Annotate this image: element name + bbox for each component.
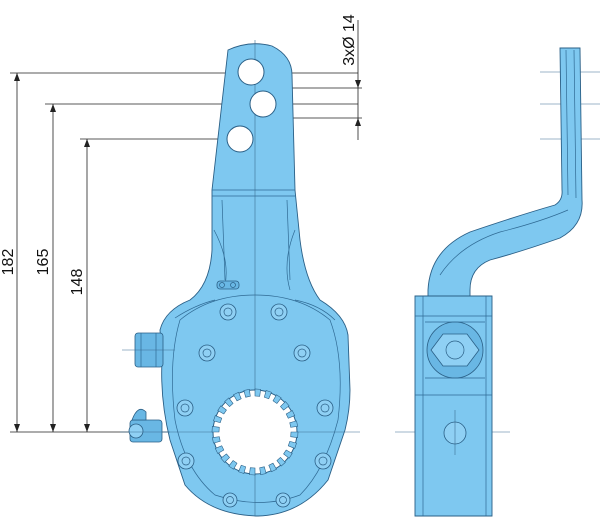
spline-tooth	[268, 462, 277, 473]
spline-tooth	[233, 391, 242, 402]
spline-tooth	[287, 440, 297, 449]
spline-tooth	[285, 410, 296, 419]
spline-tooth	[228, 460, 238, 470]
dim-182-label: 182	[0, 249, 17, 276]
side-view	[395, 47, 600, 517]
spline-tooth	[259, 466, 267, 475]
front-view	[120, 40, 360, 517]
spline-tooth	[272, 394, 282, 404]
side-hex-nut	[425, 321, 485, 379]
spline-tooth	[263, 390, 272, 400]
hole-diameter-label: 3xØ 14	[341, 14, 358, 66]
body-bolts	[176, 303, 334, 508]
spline-tooth	[238, 464, 247, 474]
arm-hole-1	[237, 58, 265, 86]
spline-tooth	[254, 388, 261, 397]
spline-tooth	[290, 431, 299, 438]
adjusting-nut	[122, 332, 175, 368]
spline-tooth	[211, 426, 220, 433]
dim-165-label: 165	[35, 249, 52, 276]
spline-tooth	[214, 445, 225, 454]
spline-tooth	[289, 420, 298, 428]
spline-tooth	[243, 389, 251, 398]
spline-tooth	[213, 415, 223, 424]
spline-tooth	[212, 436, 221, 444]
dimension-lines	[10, 20, 362, 433]
spline-tooth	[276, 457, 286, 467]
arm-hole-2	[249, 90, 277, 118]
grease-fitting	[120, 408, 170, 443]
spline-tooth	[217, 405, 227, 415]
spline-tooth	[283, 449, 293, 459]
arm-hole-3	[226, 125, 254, 153]
spline-tooth	[249, 467, 256, 476]
spline-teeth	[211, 388, 299, 476]
dim-148-label: 148	[69, 269, 86, 296]
spline-tooth	[220, 453, 230, 463]
spline-tooth	[280, 401, 290, 411]
spline-tooth	[224, 397, 234, 407]
